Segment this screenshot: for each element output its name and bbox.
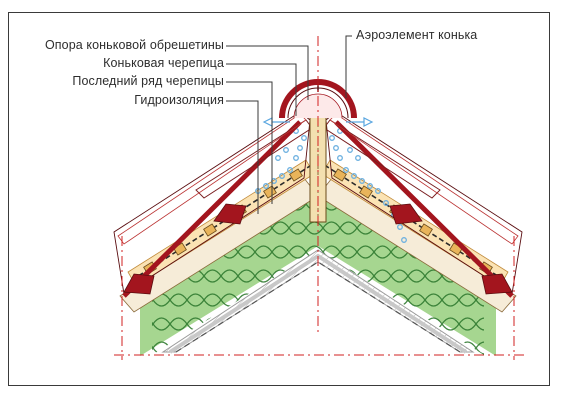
label-last-tile-row: Последний ряд черепицы (72, 74, 224, 88)
axis-lines (114, 36, 528, 360)
label-ridge-batten-support: Опора коньковой обрешетины (44, 38, 224, 52)
label-ridge-tile: Коньковая черепица (103, 56, 224, 70)
roof-tiles (113, 111, 523, 298)
ridge-tile (279, 79, 357, 119)
airflow-arrows (262, 117, 374, 127)
label-ridge-aero-element: Аэроэлемент конька (356, 28, 478, 42)
leader-lines (226, 35, 352, 214)
label-waterproofing: Гидроизоляция (134, 93, 224, 107)
